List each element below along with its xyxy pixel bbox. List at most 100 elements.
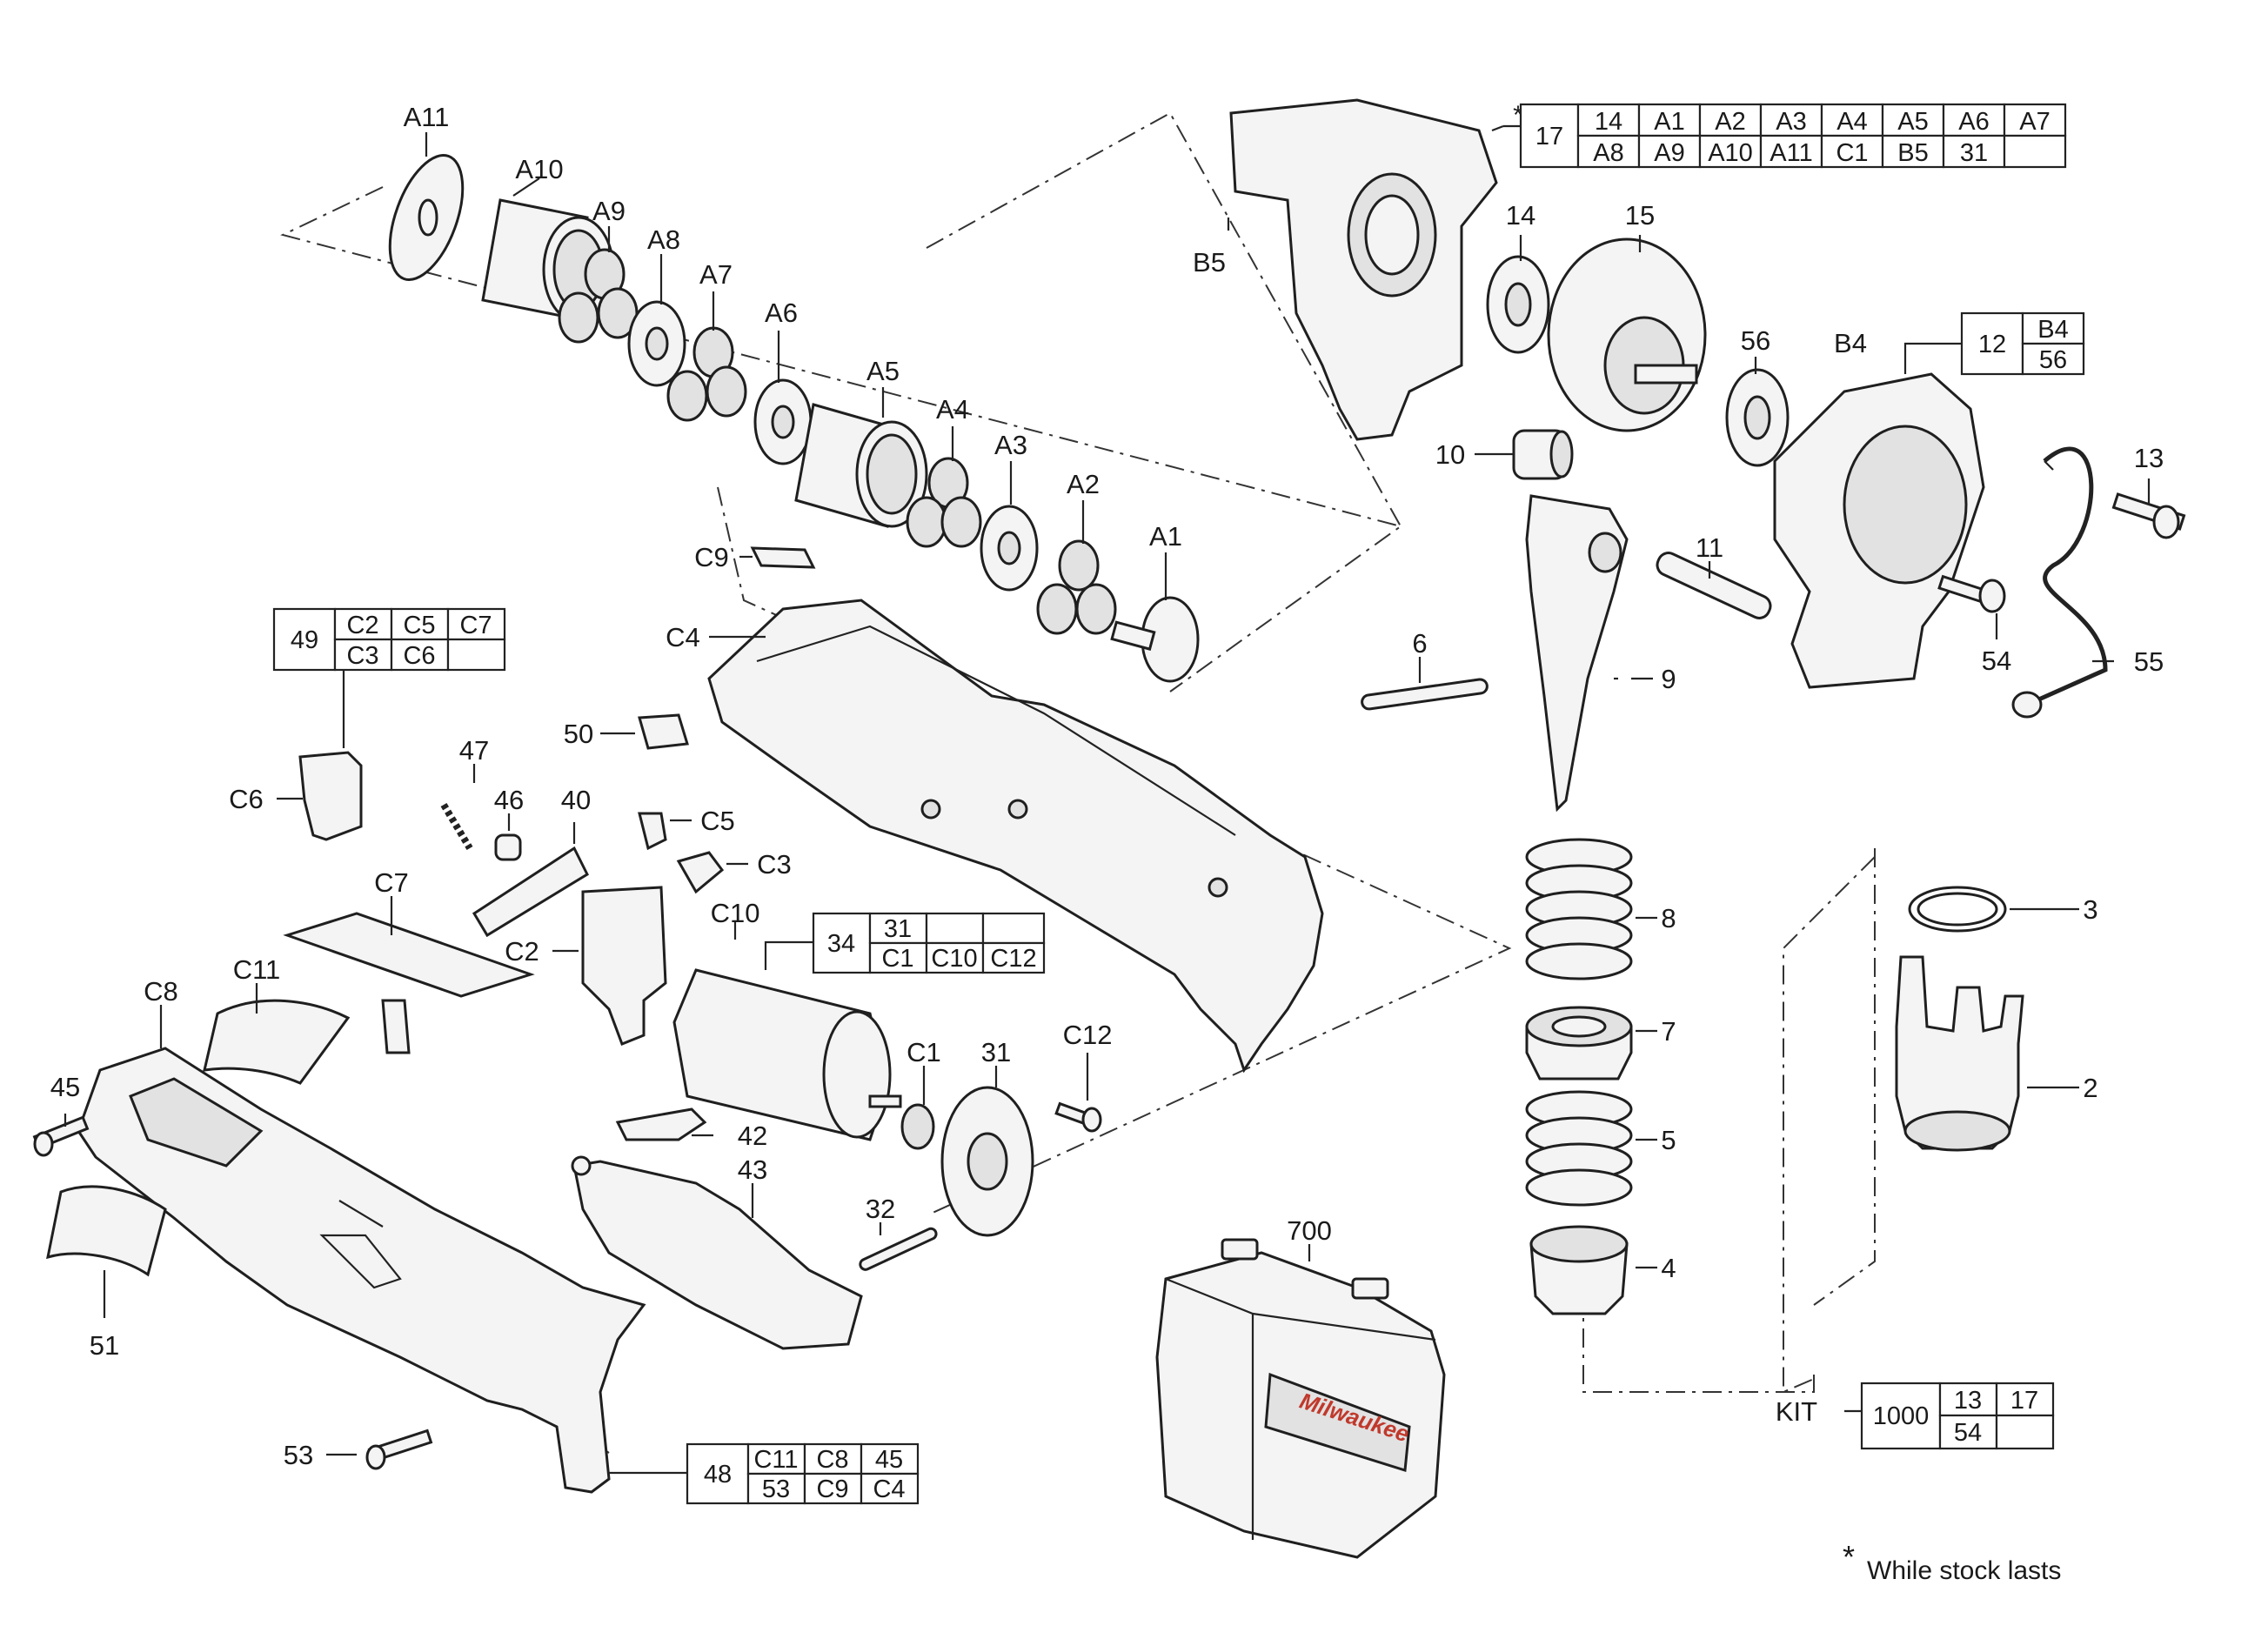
callout-50: 50 [564,719,593,749]
callout-5: 5 [1661,1125,1676,1155]
screw-45 [32,1115,90,1157]
table-48-cell: C9 [816,1475,848,1503]
table-17-cell: A7 [2019,108,2050,136]
callout-14: 14 [1506,200,1535,231]
bearing-14 [1486,255,1550,354]
callout-c8: C8 [144,976,178,1007]
motor-c10 [672,968,902,1141]
callout-8: 8 [1661,903,1676,933]
callout-46: 46 [494,785,524,815]
table-17-cell: 14 [1595,108,1622,136]
callout-9: 9 [1661,664,1676,694]
table-17-cell: A4 [1836,108,1867,136]
needle-bearing-10 [1512,429,1574,480]
carry-case-700: Milwaukee [1155,1238,1446,1559]
button-46 [494,833,522,861]
part-callouts: A11 A10 A9 A8 A7 A6 A5 A4 A3 A2 A1 B5 14… [50,102,2164,1470]
housing-group [32,546,1324,1494]
knob-c3 [676,851,725,894]
kit-label: KIT [1776,1396,1817,1427]
table-34-key: 34 [827,930,855,958]
housing-half-c8 [77,1047,646,1494]
callout-7: 7 [1661,1016,1676,1047]
callout-c11: C11 [233,954,281,985]
housing-half-c4 [707,599,1324,1074]
callout-c4: C4 [666,622,700,652]
table-17-cell: A9 [1654,139,1684,167]
pcb-c7 [283,912,535,1054]
callout-c7: C7 [374,867,409,898]
kit-cell: 17 [2010,1387,2038,1415]
pin-6 [1361,678,1489,711]
parts-group-table-49: 49 C2 C5 C7 C3 C6 [272,607,506,672]
table-17-cell: A1 [1654,108,1684,136]
callout-c2: C2 [505,936,539,967]
table-49-cell: C6 [403,642,435,670]
gear-train-group [388,154,1200,683]
callout-15: 15 [1625,200,1655,231]
clutch-collar-4 [1529,1225,1629,1315]
callout-a7: A7 [699,259,733,290]
callout-6: 6 [1412,628,1427,659]
table-17-cell: A2 [1715,108,1745,136]
parts-group-table-48: 48 C11 C8 45 53 C9 C4 [686,1442,920,1505]
callout-55: 55 [2134,646,2164,677]
table-12-cell: 56 [2039,346,2067,374]
table-48-cell: 45 [875,1446,903,1474]
callout-a6: A6 [765,298,798,328]
label-51 [46,1185,167,1277]
table-12-key: 12 [1978,331,2006,358]
table-48-cell: C11 [753,1446,798,1474]
callout-13: 13 [2134,443,2164,473]
contact-c5 [638,812,667,851]
carrier-a1 [1110,596,1200,683]
motor-plate-31 [940,1086,1034,1237]
table-12-cell: B4 [2037,316,2068,344]
carrier-a6 [753,378,813,465]
callout-c9: C9 [694,542,729,572]
callout-53: 53 [284,1440,313,1470]
callout-c12: C12 [1063,1020,1113,1050]
spring-47 [440,802,473,851]
spring-5 [1525,1090,1633,1207]
screw-53 [365,1429,433,1470]
clutch-ring-7 [1525,1006,1633,1081]
callout-a1: A1 [1149,521,1182,552]
table-48-cell: 53 [762,1475,790,1503]
table-17-cell: B5 [1897,139,1928,167]
spindle-9 [1525,494,1629,813]
screw-13 [2111,492,2186,539]
table-49-cell: C3 [346,642,378,670]
table-34-cell: C1 [881,945,913,973]
callout-47: 47 [459,735,489,766]
cover-b4 [1773,372,1985,689]
footnote-text: While stock lasts [1867,1556,2061,1585]
table-49-cell: C2 [346,612,378,639]
callout-a5: A5 [866,356,900,386]
bearing-56 [1725,368,1790,467]
callout-32: 32 [866,1194,895,1224]
table-17-cell: 31 [1960,139,1988,167]
table-17-cell: A8 [1593,139,1623,167]
callout-c5: C5 [700,806,735,836]
callout-c10: C10 [711,898,760,928]
pin-11 [1656,552,1772,619]
table-17-cell: A11 [1770,139,1812,167]
kit-table: KIT 1000 13 17 54 [1776,1382,2055,1450]
callout-a3: A3 [994,430,1027,460]
footnote: * While stock lasts [1843,1539,2061,1585]
spring-8 [1525,838,1633,980]
carrier-a8 [627,300,686,387]
table-49-key: 49 [291,626,318,654]
callout-c6: C6 [229,784,264,814]
callout-45: 45 [50,1072,80,1102]
pin-32 [859,1227,938,1271]
ring-gear-a5 [794,403,928,528]
callout-54: 54 [1982,646,2011,676]
planet-gears-a2 [1036,539,1117,635]
table-48-key: 48 [704,1461,732,1489]
callout-a8: A8 [647,224,680,255]
table-34-cell: C10 [931,945,977,973]
callout-10: 10 [1435,439,1465,470]
